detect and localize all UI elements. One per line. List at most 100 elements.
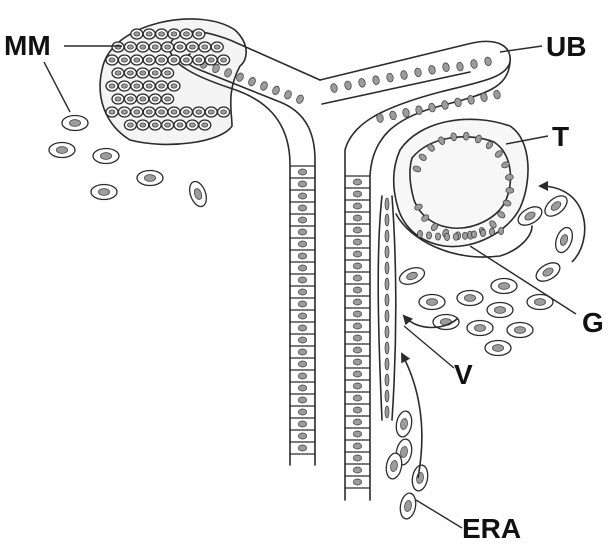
cell-nucleus <box>121 84 127 88</box>
endothelial-nucleus <box>385 374 389 386</box>
cell-nucleus <box>428 103 436 113</box>
cell-nucleus <box>494 307 505 314</box>
cell-nucleus <box>134 110 140 114</box>
g-leader <box>470 246 576 314</box>
free-mesenchyme-cell <box>91 185 117 200</box>
cell-nucleus <box>484 56 492 66</box>
cell-nucleus <box>353 395 361 401</box>
cell-nucleus <box>493 90 501 100</box>
cell-nucleus <box>183 32 189 36</box>
migrating-cell <box>507 323 533 338</box>
cell-nucleus <box>353 359 361 365</box>
cell-nucleus <box>165 123 171 127</box>
cell-nucleus <box>474 325 485 332</box>
cell-nucleus <box>196 110 202 114</box>
cell-nucleus <box>144 175 155 182</box>
cell-nucleus <box>417 230 422 237</box>
cell-nucleus <box>414 67 422 77</box>
cell-nucleus <box>353 323 361 329</box>
right-stalk-cells <box>345 176 370 488</box>
cell-nucleus <box>298 217 306 223</box>
endothelial-nucleus <box>385 406 389 418</box>
cell-nucleus <box>376 113 384 123</box>
label-v: V <box>454 359 473 390</box>
cell-nucleus <box>471 231 476 238</box>
cell-nucleus <box>353 347 361 353</box>
cell-nucleus <box>183 58 189 62</box>
era-leader <box>416 500 462 528</box>
cell-nucleus <box>456 62 464 72</box>
cell-nucleus <box>463 132 469 140</box>
cell-nucleus <box>140 45 146 49</box>
cell-nucleus <box>283 89 292 100</box>
cell-nucleus <box>159 58 165 62</box>
cell-nucleus <box>353 215 361 221</box>
label-t: T <box>552 121 569 152</box>
cell-nucleus <box>353 239 361 245</box>
cell-nucleus <box>330 83 338 93</box>
cell-nucleus <box>353 299 361 305</box>
cell-nucleus <box>353 275 361 281</box>
cell-nucleus <box>171 58 177 62</box>
cell-nucleus <box>202 123 208 127</box>
cell-nucleus <box>208 58 214 62</box>
cell-nucleus <box>372 75 380 85</box>
cell-nucleus <box>295 94 304 105</box>
cell-nucleus <box>171 110 177 114</box>
cell-nucleus <box>298 313 306 319</box>
cell-nucleus <box>298 349 306 355</box>
cell-nucleus <box>402 108 410 118</box>
vessel-cells <box>385 198 389 418</box>
cell-nucleus <box>386 73 394 83</box>
cell-nucleus <box>100 153 111 160</box>
cell-nucleus <box>146 32 152 36</box>
cell-nucleus <box>353 263 361 269</box>
migrating-cell <box>419 295 445 310</box>
endothelial-nucleus <box>385 262 389 274</box>
cell-nucleus <box>56 147 67 154</box>
migrating-cell <box>457 291 483 306</box>
cell-nucleus <box>426 299 437 306</box>
cell-nucleus <box>189 45 195 49</box>
cell-nucleus <box>152 45 158 49</box>
endothelial-nucleus <box>385 358 389 370</box>
free-mesenchyme-cell <box>93 149 119 164</box>
endothelial-nucleus <box>385 278 389 290</box>
cell-nucleus <box>534 299 545 306</box>
cell-nucleus <box>115 71 121 75</box>
cell-nucleus <box>271 85 280 96</box>
cell-nucleus <box>400 70 408 80</box>
cell-nucleus <box>202 45 208 49</box>
cell-nucleus <box>480 229 485 236</box>
cell-nucleus <box>298 169 306 175</box>
cell-nucleus <box>177 45 183 49</box>
era-cell <box>394 410 413 438</box>
cell-nucleus <box>462 232 467 239</box>
cell-nucleus <box>453 233 458 240</box>
cell-nucleus <box>177 123 183 127</box>
cell-nucleus <box>127 97 133 101</box>
cell-nucleus <box>247 76 256 87</box>
cell-nucleus <box>183 110 189 114</box>
endothelial-nucleus <box>385 326 389 338</box>
cell-nucleus <box>208 110 214 114</box>
label-era: ERA <box>462 513 521 544</box>
cell-nucleus <box>146 84 152 88</box>
cell-nucleus <box>444 233 449 240</box>
cell-nucleus <box>353 431 361 437</box>
cell-nucleus <box>353 191 361 197</box>
cell-nucleus <box>353 479 361 485</box>
era-cell <box>384 452 403 480</box>
cell-nucleus <box>298 409 306 415</box>
cell-nucleus <box>115 97 121 101</box>
endothelial-nucleus <box>385 230 389 242</box>
cell-nucleus <box>353 287 361 293</box>
free-mesenchyme-cell <box>49 143 75 158</box>
cell-nucleus <box>353 467 361 473</box>
left-stalk-cells <box>290 166 315 454</box>
cell-nucleus <box>69 120 80 127</box>
cell-nucleus <box>353 407 361 413</box>
migrating-cell <box>541 192 571 220</box>
cell-nucleus <box>221 58 227 62</box>
